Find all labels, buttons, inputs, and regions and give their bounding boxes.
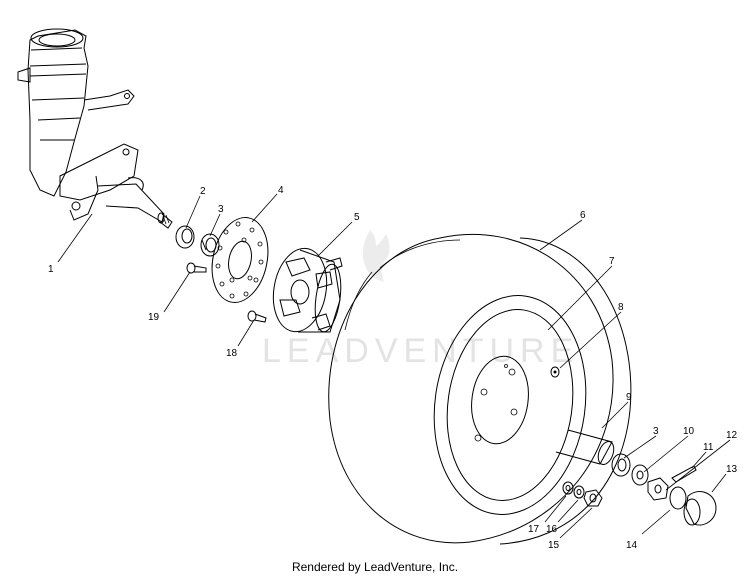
- callout-12: 12: [726, 430, 738, 441]
- wheel-hub-part: [272, 247, 343, 333]
- disc-bolt-part: [186, 262, 207, 274]
- seal-part: [175, 225, 195, 249]
- watermark-text: LEADVENTURE: [262, 332, 579, 370]
- tire-part: [328, 233, 632, 545]
- lug-nut-part: [583, 489, 603, 507]
- callout-4: 4: [278, 185, 284, 196]
- callout-10: 10: [683, 426, 695, 437]
- render-credit: Rendered by LeadVenture, Inc.: [291, 560, 459, 574]
- hub-bolt-part: [247, 310, 267, 323]
- callout-6: 6: [580, 210, 586, 221]
- valve-stem-part: [550, 366, 560, 378]
- callout-1: 1: [48, 264, 54, 275]
- callout-5: 5: [354, 212, 360, 223]
- callout-14: 14: [626, 540, 638, 551]
- cotter-pin-part: [671, 465, 697, 483]
- callout-3-inner: 3: [218, 204, 224, 215]
- callout-8: 8: [618, 302, 624, 313]
- callout-9: 9: [626, 392, 632, 403]
- callout-17: 17: [528, 524, 540, 535]
- outer-bearing-part: [611, 453, 631, 477]
- spindle-knuckle-part: [17, 28, 173, 229]
- spacer-sleeve-part: [555, 429, 615, 466]
- lock-washer-part: [573, 485, 585, 499]
- brake-disc-part: [211, 217, 269, 303]
- retaining-ring-part: [669, 486, 687, 510]
- callout-18: 18: [226, 348, 238, 359]
- castle-nut-part: [647, 477, 669, 501]
- callout-2: 2: [200, 186, 206, 197]
- callout-16: 16: [546, 524, 558, 535]
- watermark: LEADVENTURE: [262, 230, 579, 370]
- callout-19: 19: [148, 312, 160, 323]
- flat-washer-part: [562, 481, 574, 495]
- hub-cap-part: [683, 491, 717, 526]
- callout-15: 15: [548, 540, 560, 551]
- wheel-rim-part: [433, 295, 587, 515]
- callout-3-outer: 3: [653, 426, 659, 437]
- leader-lines: [57, 193, 731, 539]
- washer-part: [631, 464, 649, 486]
- callout-13: 13: [726, 464, 738, 475]
- callout-numbers: 1 2 3 4 5 6 7 8 9 3 10 11 12 13 14 15 16…: [48, 185, 738, 551]
- callout-7: 7: [609, 256, 615, 267]
- callout-11: 11: [703, 442, 714, 453]
